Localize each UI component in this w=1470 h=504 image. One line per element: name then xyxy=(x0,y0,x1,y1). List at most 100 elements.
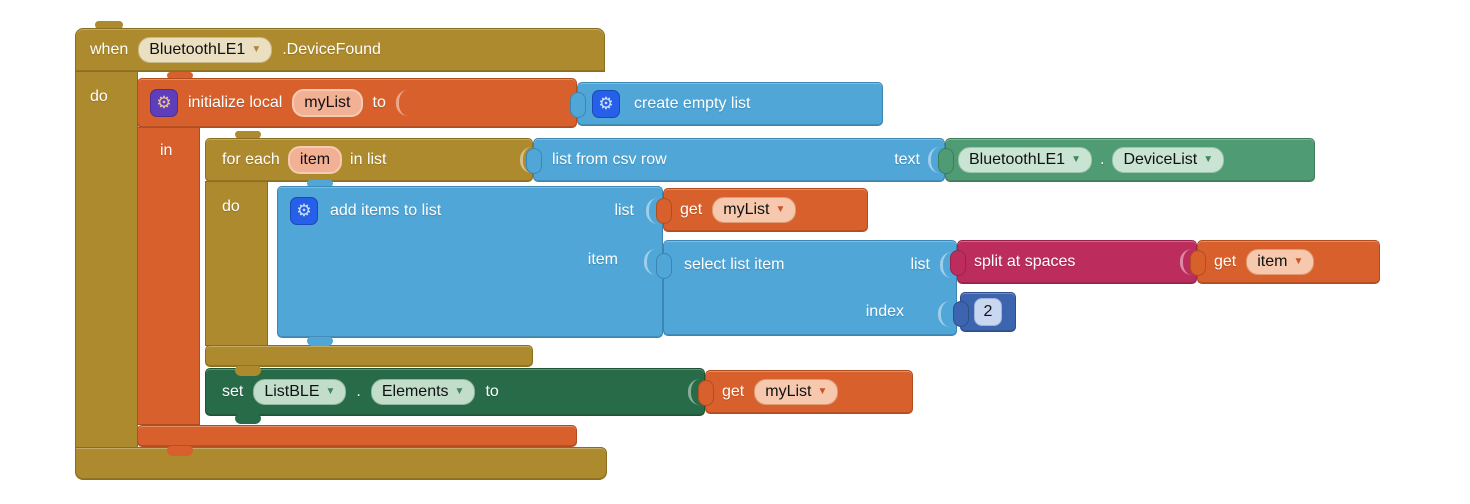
add-items-list-param: list xyxy=(614,202,634,219)
split-at-spaces-block[interactable]: split at spaces xyxy=(950,240,1197,284)
for-each-bottom-notch xyxy=(235,366,261,376)
init-local-top-notch xyxy=(167,72,193,80)
init-local-in-label: in xyxy=(160,142,173,159)
text-socket xyxy=(928,147,940,173)
chevron-down-icon: ▼ xyxy=(775,204,786,215)
set-block-bottom-notch xyxy=(235,414,261,424)
get-mylist-block-2[interactable]: get myList ▼ xyxy=(698,370,913,414)
for-each-label: for each xyxy=(222,151,280,168)
item-socket xyxy=(644,249,656,275)
init-local-bottom-notch xyxy=(167,446,193,456)
add-items-top-notch xyxy=(307,180,333,188)
mutator-gear-icon[interactable]: ⚙ xyxy=(290,197,318,225)
chevron-down-icon: ▼ xyxy=(1293,256,1304,267)
when-component-dropdown[interactable]: BluetoothLE1 ▼ xyxy=(138,37,273,63)
initialize-local-block[interactable]: ⚙ initialize local myList to xyxy=(137,78,577,128)
init-local-left-spine[interactable] xyxy=(137,127,200,425)
list-from-csv-plug xyxy=(526,148,542,174)
loop-variable-name: item xyxy=(299,151,331,168)
get-variable-value: myList xyxy=(765,383,812,400)
get-label: get xyxy=(1214,253,1237,270)
dot-label: . xyxy=(1099,151,1105,168)
get-variable-value: myList xyxy=(723,201,770,218)
select-index-param: index xyxy=(865,303,904,320)
getter-property-dropdown[interactable]: DeviceList ▼ xyxy=(1112,147,1225,173)
event-name-label: .DeviceFound xyxy=(282,41,381,58)
when-label: when xyxy=(90,41,129,58)
text-param-label: text xyxy=(894,151,920,168)
select-list-item-label: select list item xyxy=(684,256,785,273)
add-items-label: add items to list xyxy=(330,202,442,219)
initialize-local-label: initialize local xyxy=(188,94,283,111)
list-from-csv-label: list from csv row xyxy=(552,151,667,168)
chevron-down-icon: ▼ xyxy=(251,44,262,55)
list-socket xyxy=(520,147,532,173)
number-block[interactable]: 2 xyxy=(953,292,1016,332)
when-block-bottom-bar[interactable] xyxy=(75,447,607,480)
mutator-gear-icon[interactable]: ⚙ xyxy=(592,90,620,118)
get-mylist-plug xyxy=(656,198,672,224)
when-component-value: BluetoothLE1 xyxy=(149,41,246,58)
split-at-spaces-label: split at spaces xyxy=(974,253,1076,270)
to-label: to xyxy=(485,383,499,400)
value-socket xyxy=(395,90,408,116)
get-mylist-block-1[interactable]: get myList ▼ xyxy=(656,188,868,232)
create-empty-list-block[interactable]: ⚙ create empty list xyxy=(570,82,883,126)
get-devicelist-block[interactable]: BluetoothLE1 ▼ . DeviceList ▼ xyxy=(938,138,1315,182)
when-block-left-spine[interactable] xyxy=(75,71,138,448)
set-label: set xyxy=(222,383,244,400)
init-local-bottom-bar[interactable] xyxy=(137,425,577,447)
for-each-block[interactable]: for each item in list xyxy=(205,138,533,182)
when-block-top-notch xyxy=(95,21,123,30)
for-each-top-notch xyxy=(235,131,261,139)
get-variable-dropdown[interactable]: myList ▼ xyxy=(754,379,839,405)
loop-variable-name-field[interactable]: item xyxy=(287,146,343,174)
when-do-label: do xyxy=(90,88,108,105)
get-variable-value: item xyxy=(1257,253,1288,270)
setter-property-dropdown[interactable]: Elements ▼ xyxy=(370,379,476,405)
value-socket xyxy=(688,379,700,405)
list-from-csv-row-block[interactable]: list from csv row text xyxy=(526,138,945,182)
to-label: to xyxy=(372,94,386,111)
chevron-down-icon: ▼ xyxy=(454,386,465,397)
create-empty-list-plug xyxy=(570,92,586,118)
add-items-to-list-block[interactable]: ⚙ add items to list list item xyxy=(277,186,663,338)
get-devicelist-plug xyxy=(938,148,954,174)
in-list-label: in list xyxy=(350,151,387,168)
select-list-param: list xyxy=(910,256,930,273)
local-variable-name: myList xyxy=(304,94,351,111)
setter-component-value: ListBLE xyxy=(264,383,320,400)
get-item-plug xyxy=(1190,250,1206,276)
dot-label: . xyxy=(356,383,361,400)
getter-property-value: DeviceList xyxy=(1123,151,1198,168)
when-devicefound-block[interactable]: when BluetoothLE1 ▼ .DeviceFound xyxy=(75,28,605,72)
number-value-field[interactable]: 2 xyxy=(973,298,1003,326)
getter-component-value: BluetoothLE1 xyxy=(969,151,1066,168)
getter-component-dropdown[interactable]: BluetoothLE1 ▼ xyxy=(958,147,1092,173)
list-socket xyxy=(940,252,952,278)
number-plug xyxy=(953,301,969,327)
select-list-item-block[interactable]: select list item list index xyxy=(656,240,957,336)
mutator-gear-icon[interactable]: ⚙ xyxy=(150,89,178,117)
text-socket xyxy=(1180,249,1192,275)
get-variable-dropdown[interactable]: item ▼ xyxy=(1246,249,1315,275)
chevron-down-icon: ▼ xyxy=(817,386,828,397)
set-elements-block[interactable]: set ListBLE ▼ . Elements ▼ to xyxy=(205,368,705,416)
get-label: get xyxy=(680,201,703,218)
for-each-do-label: do xyxy=(222,198,240,215)
create-empty-list-label: create empty list xyxy=(634,95,751,112)
select-list-item-plug xyxy=(656,253,672,279)
index-socket xyxy=(938,301,950,327)
chevron-down-icon: ▼ xyxy=(325,386,336,397)
get-variable-dropdown[interactable]: myList ▼ xyxy=(712,197,797,223)
chevron-down-icon: ▼ xyxy=(1071,154,1081,165)
get-mylist-plug xyxy=(698,380,714,406)
for-each-bottom-bar[interactable] xyxy=(205,345,533,367)
setter-component-dropdown[interactable]: ListBLE ▼ xyxy=(253,379,347,405)
list-socket xyxy=(646,198,658,224)
add-items-item-param: item xyxy=(587,251,618,268)
local-variable-name-field[interactable]: myList xyxy=(292,89,363,117)
get-item-block[interactable]: get item ▼ xyxy=(1190,240,1380,284)
split-at-spaces-plug xyxy=(950,250,966,276)
